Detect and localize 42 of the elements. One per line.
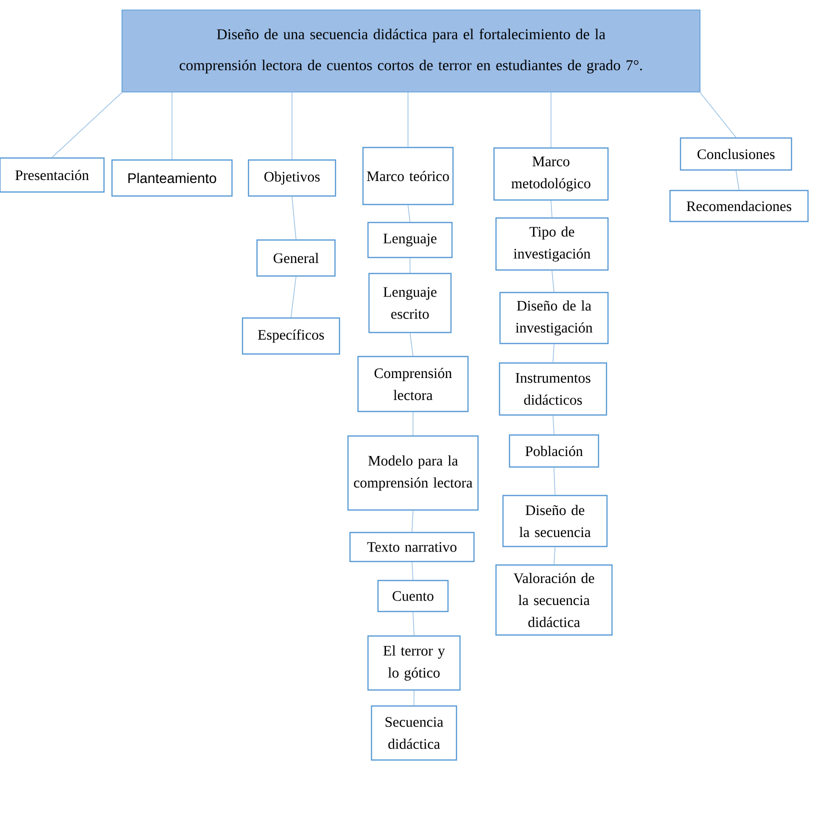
connector-line — [412, 612, 414, 636]
topic-box: Presentación — [0, 157, 105, 193]
topic-box: Recomendaciones — [669, 190, 809, 222]
topic-box: Lenguaje escrito — [368, 272, 452, 334]
topic-box: Planteamiento — [111, 159, 233, 197]
connector-line — [52, 92, 122, 158]
connector-line — [412, 510, 414, 532]
topic-box: El terror y lo gótico — [367, 635, 461, 691]
title-box: Diseño de una secuencia didáctica para el fortalecimiento de la comprensión lectora de cuentos cortos de terror en estudiantes de grado 7°. — [122, 10, 700, 92]
topic-box: Objetivos — [248, 159, 336, 197]
connector-line — [552, 344, 554, 363]
topic-box: Secuencia didáctica — [370, 705, 458, 761]
topic-box: Valoración de la secuencia didáctica — [495, 564, 613, 636]
connector-line — [550, 92, 552, 148]
connector-line — [290, 276, 296, 318]
topic-box: General — [256, 239, 336, 277]
connector-line — [736, 170, 740, 190]
topic-box: Diseño de la investigación — [499, 292, 609, 344]
topic-box: Modelo para la comprensión lectora — [347, 435, 479, 511]
connector-line — [412, 412, 414, 436]
topic-box: Comprensión lectora — [357, 356, 469, 412]
topic-box: Conclusiones — [680, 137, 792, 171]
topic-box: Lenguaje — [367, 222, 453, 258]
topic-box: Población — [508, 434, 600, 468]
topic-box: Tipo de investigación — [495, 217, 609, 271]
connector-line — [412, 562, 414, 580]
topic-box: Marco teórico — [362, 146, 454, 206]
connector-line — [408, 204, 410, 222]
topic-box: Marco metodológico — [493, 147, 609, 201]
topic-box: Específicos — [242, 317, 340, 355]
topic-box: Instrumentos didácticos — [498, 362, 608, 416]
connector-line — [552, 415, 554, 435]
connector-line — [554, 546, 556, 565]
connector-line — [700, 92, 736, 138]
connector-line — [410, 332, 414, 356]
topic-box: Diseño de la secuencia — [502, 494, 608, 548]
connector-line — [292, 196, 296, 240]
connector-line — [554, 467, 556, 496]
connector-line — [550, 200, 552, 218]
topic-box: Cuento — [377, 580, 449, 612]
connector-line — [552, 270, 554, 292]
topic-box: Texto narrativo — [349, 532, 475, 562]
